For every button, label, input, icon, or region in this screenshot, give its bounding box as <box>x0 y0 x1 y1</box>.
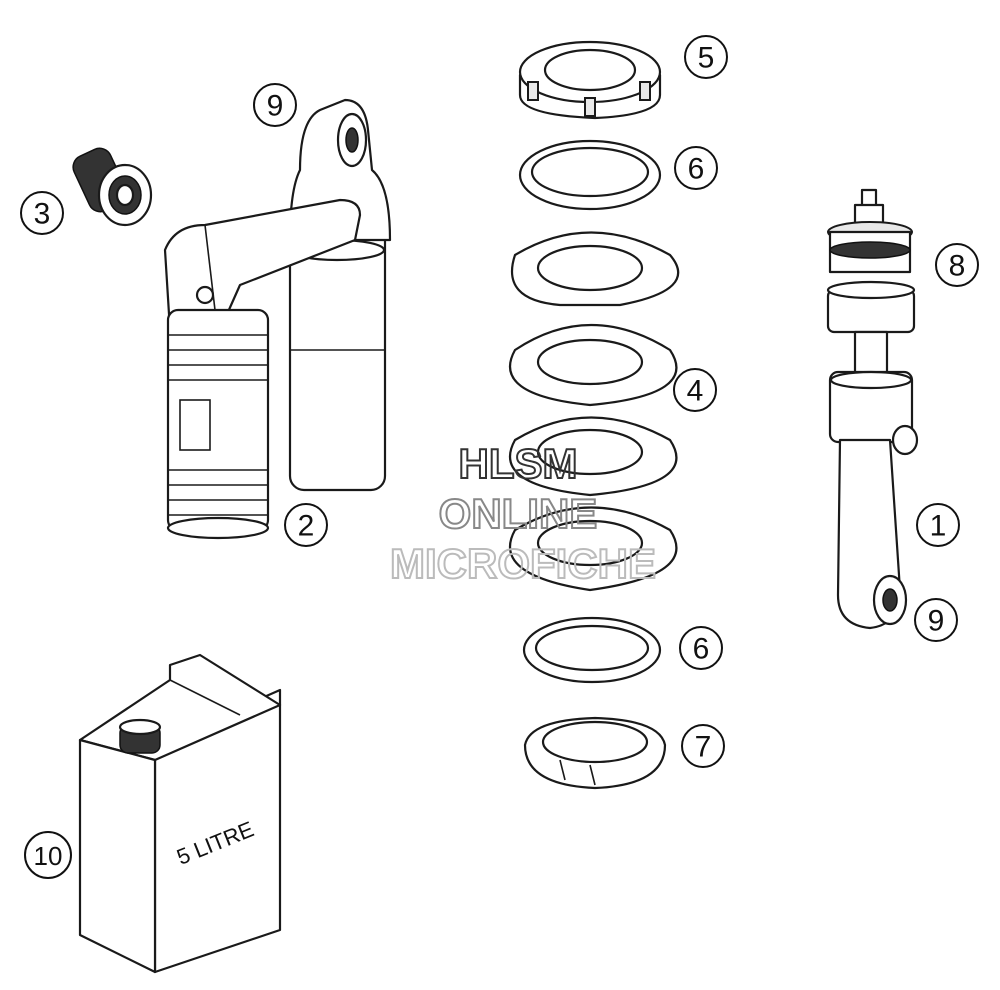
watermark: HLSM ONLINE MICROFICHE <box>389 439 657 588</box>
callout-8-label: 8 <box>949 250 966 283</box>
part-4-coil-spring <box>509 231 680 592</box>
callout-9-top-label: 9 <box>267 90 284 123</box>
callout-6-bottom: 6 <box>679 626 723 670</box>
part-8-piston-assembly <box>826 221 916 334</box>
part-6-washer-top <box>518 139 662 211</box>
watermark-line-2: ONLINE <box>439 490 598 537</box>
body-ribs <box>168 334 268 516</box>
callout-9-bottom: 9 <box>914 598 958 642</box>
watermark-line-3: MICROFICHE <box>390 540 656 587</box>
callout-6-top-label: 6 <box>688 153 705 186</box>
callout-7-label: 7 <box>695 731 712 764</box>
watermark-line-1: HLSM <box>459 440 578 487</box>
part-6-washer-bottom <box>522 616 662 684</box>
callout-7: 7 <box>681 724 725 768</box>
part-10-oil-container: 5 LITRE <box>78 653 282 974</box>
part-1-damper-rod <box>826 188 919 630</box>
part-2-shock-body <box>163 98 392 540</box>
callout-3: 3 <box>20 191 64 235</box>
part-7-spring-seat <box>523 716 667 790</box>
callout-4: 4 <box>673 368 717 412</box>
callout-3-label: 3 <box>34 198 51 231</box>
callout-6-bottom-label: 6 <box>693 633 710 666</box>
callout-9-bottom-label: 9 <box>928 605 945 638</box>
part-3-adjuster <box>72 147 153 227</box>
callout-2-label: 2 <box>298 510 315 543</box>
callout-2: 2 <box>284 503 328 547</box>
part-5-preload-nut <box>518 40 662 120</box>
callout-9-top: 9 <box>253 83 297 127</box>
callout-1: 1 <box>916 503 960 547</box>
callout-10: 10 <box>24 831 72 879</box>
callout-5-label: 5 <box>698 42 715 75</box>
callout-5: 5 <box>684 35 728 79</box>
callout-10-label: 10 <box>34 841 63 871</box>
callout-8: 8 <box>935 243 979 287</box>
callout-4-label: 4 <box>687 375 704 408</box>
callout-1-label: 1 <box>930 510 947 543</box>
callout-6-top: 6 <box>674 146 718 190</box>
